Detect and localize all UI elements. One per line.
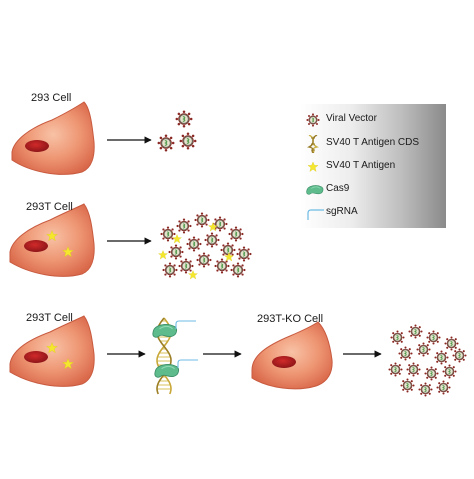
row1-virus-cluster	[157, 110, 197, 152]
cas9-protein	[152, 323, 178, 338]
viral-vector	[196, 252, 212, 268]
viral-vector	[444, 336, 459, 351]
viral-vector	[236, 246, 252, 262]
legend-item-sgrna: sgRNA	[300, 203, 446, 223]
viral-vector	[416, 342, 431, 357]
viral-vector	[388, 362, 403, 377]
viral-vector	[178, 258, 194, 274]
sv40-antigen	[172, 234, 182, 244]
viral-vector	[168, 244, 184, 260]
dna-icon	[306, 135, 320, 153]
legend-item-sv40-cds: SV40 T Antigen CDS	[300, 134, 446, 154]
ko-cell-label: 293T-KO Cell	[257, 313, 324, 325]
viral-vector	[408, 324, 423, 339]
viral-vector	[426, 330, 441, 345]
viral-vector	[400, 378, 415, 393]
viral-vector	[424, 366, 439, 381]
viral-vector	[160, 226, 176, 242]
viral-vector	[442, 364, 457, 379]
nucleus	[24, 351, 48, 363]
viral-vector	[228, 226, 244, 242]
legend-item-sv40-antigen: SV40 T Antigen	[300, 157, 446, 177]
cas9-protein	[154, 363, 180, 378]
row3-label: 293T Cell	[26, 312, 73, 324]
sgrna	[177, 359, 198, 368]
row2-cell	[9, 203, 95, 277]
viral-vector	[434, 350, 449, 365]
viral-vector	[452, 348, 467, 363]
nucleus	[25, 140, 49, 152]
viral-vector	[176, 218, 192, 234]
star-icon	[307, 161, 319, 172]
sgrna	[175, 320, 196, 329]
viral-vector	[406, 362, 421, 377]
legend-item-cas9: Cas9	[300, 180, 446, 200]
sv40-antigen	[188, 270, 198, 280]
row3-virus-cluster	[388, 324, 467, 397]
viral-vector	[194, 212, 210, 228]
row2-virus-cluster	[158, 212, 252, 280]
row3-cell	[9, 315, 95, 387]
viral-vector	[162, 262, 178, 278]
sv40-antigen	[158, 250, 168, 260]
cas9-icon	[306, 185, 324, 195]
legend-box: Viral Vector SV40 T Antigen CDS SV40 T A…	[300, 104, 446, 228]
viral-vector	[230, 262, 246, 278]
legend-item-viral-vector: Viral Vector	[300, 110, 446, 130]
viral-vector	[186, 236, 202, 252]
row1-label: 293 Cell	[31, 92, 72, 104]
row2-label: 293T Cell	[26, 201, 73, 213]
viral-vector	[390, 330, 405, 345]
viral-vector	[436, 380, 451, 395]
row1-cell	[11, 101, 95, 175]
nucleus	[272, 356, 296, 368]
viral-vector	[398, 346, 413, 361]
sgrna-icon	[307, 209, 324, 220]
viral-vector	[418, 382, 433, 397]
viral-vector	[214, 258, 230, 274]
ko-cell	[251, 321, 333, 390]
viral-vector-icon	[306, 113, 320, 127]
viral-vector	[204, 232, 220, 248]
crispr-complex	[152, 317, 198, 395]
nucleus	[24, 240, 48, 252]
